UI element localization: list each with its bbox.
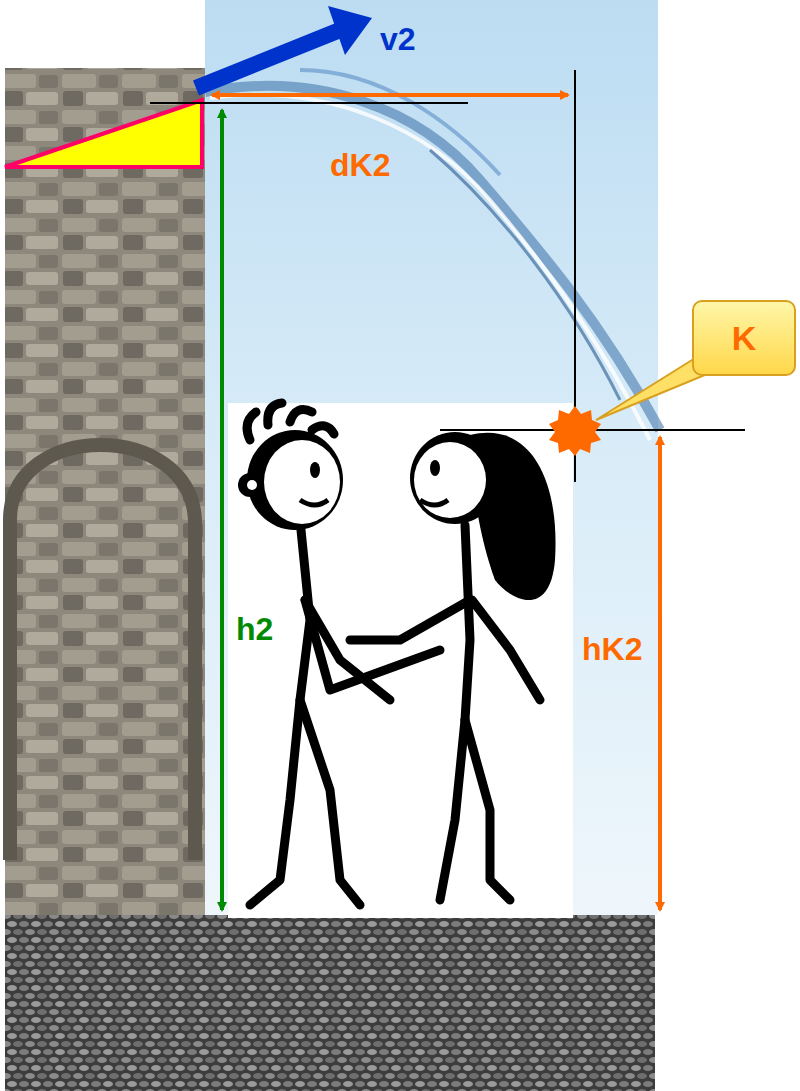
dimension-label: hK2 (582, 632, 642, 667)
point-label: K (732, 319, 757, 358)
dimension-label: h2 (236, 612, 273, 647)
callout-box: K (692, 300, 796, 376)
dimension-label: dK2 (330, 148, 390, 183)
velocity-label: v2 (380, 22, 416, 57)
